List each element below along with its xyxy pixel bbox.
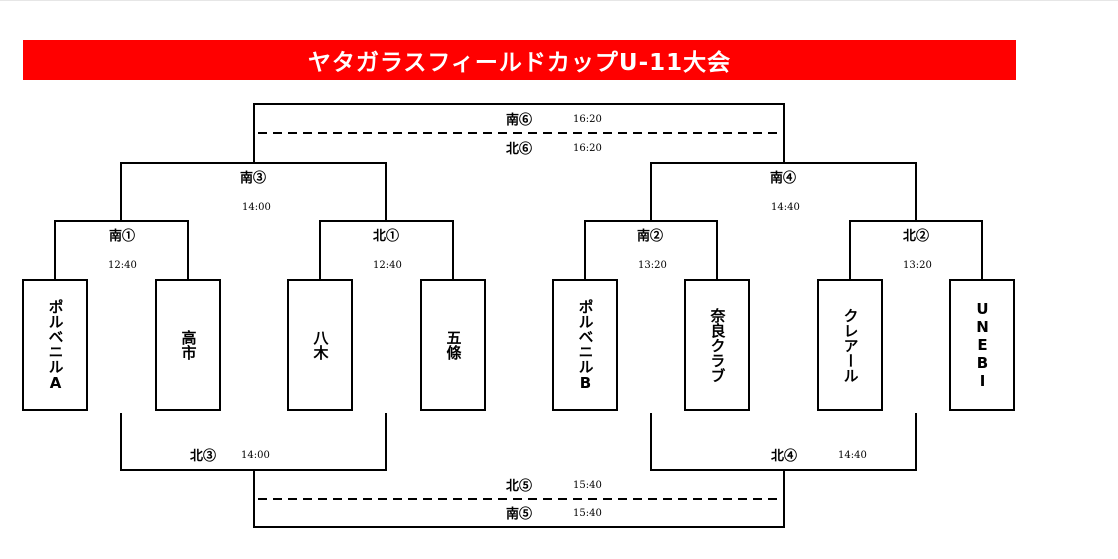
team-name: 八木 — [311, 330, 330, 360]
team-name: ポルベニルB — [576, 298, 595, 392]
match-time-south6: 16:20 — [573, 114, 602, 125]
team-box-6: 奈良クラブ — [684, 279, 750, 411]
team-name: 奈良クラブ — [708, 307, 727, 383]
match-label-south4: 南④ — [770, 171, 797, 186]
match-label-north6: 北⑥ — [506, 142, 533, 157]
match-label-south2: 南② — [637, 229, 664, 244]
match-time-north6: 16:20 — [573, 143, 602, 154]
match-time-south1: 12:40 — [108, 260, 137, 271]
match-time-north2: 13:20 — [903, 260, 932, 271]
match-label-north1: 北① — [373, 229, 400, 244]
team-box-5: ポルベニルB — [552, 279, 618, 411]
bracket-line-south5 — [253, 470, 785, 528]
team-box-8: UNEBI — [949, 279, 1015, 411]
match-label-north4: 北④ — [771, 449, 798, 464]
team-box-4: 五條 — [420, 279, 486, 411]
team-name: クレアール — [841, 307, 860, 383]
team-name: 五條 — [444, 330, 463, 360]
bracket-line-south6 — [253, 103, 785, 163]
match-time-south5: 15:40 — [573, 508, 602, 519]
match-label-south6: 南⑥ — [506, 113, 533, 128]
bracket-line-north3 — [120, 413, 387, 471]
team-box-2: 高市 — [155, 279, 221, 411]
team-name: 高市 — [179, 330, 198, 360]
match-time-south4: 14:40 — [771, 202, 800, 213]
match-time-south3: 14:00 — [242, 202, 271, 213]
match-label-south5: 南⑤ — [506, 507, 533, 522]
match-label-north5: 北⑤ — [506, 479, 533, 494]
match-label-south1: 南① — [109, 229, 136, 244]
team-box-3: 八木 — [287, 279, 353, 411]
match-time-north1: 12:40 — [373, 260, 402, 271]
match-time-north5: 15:40 — [573, 480, 602, 491]
match-label-north2: 北② — [903, 229, 930, 244]
match-time-north4: 14:40 — [838, 450, 867, 461]
team-box-1: ポルベニルA — [22, 279, 88, 411]
match-time-north3: 14:00 — [241, 450, 270, 461]
team-name: ポルベニルA — [46, 298, 65, 392]
match-label-south3: 南③ — [240, 171, 267, 186]
team-box-7: クレアール — [817, 279, 883, 411]
team-name: UNEBI — [973, 300, 992, 390]
match-time-south2: 13:20 — [638, 260, 667, 271]
top-rule — [0, 0, 1118, 1]
match-label-north3: 北③ — [190, 449, 217, 464]
tournament-title: ヤタガラスフィールドカップU-11大会 — [23, 40, 1016, 80]
